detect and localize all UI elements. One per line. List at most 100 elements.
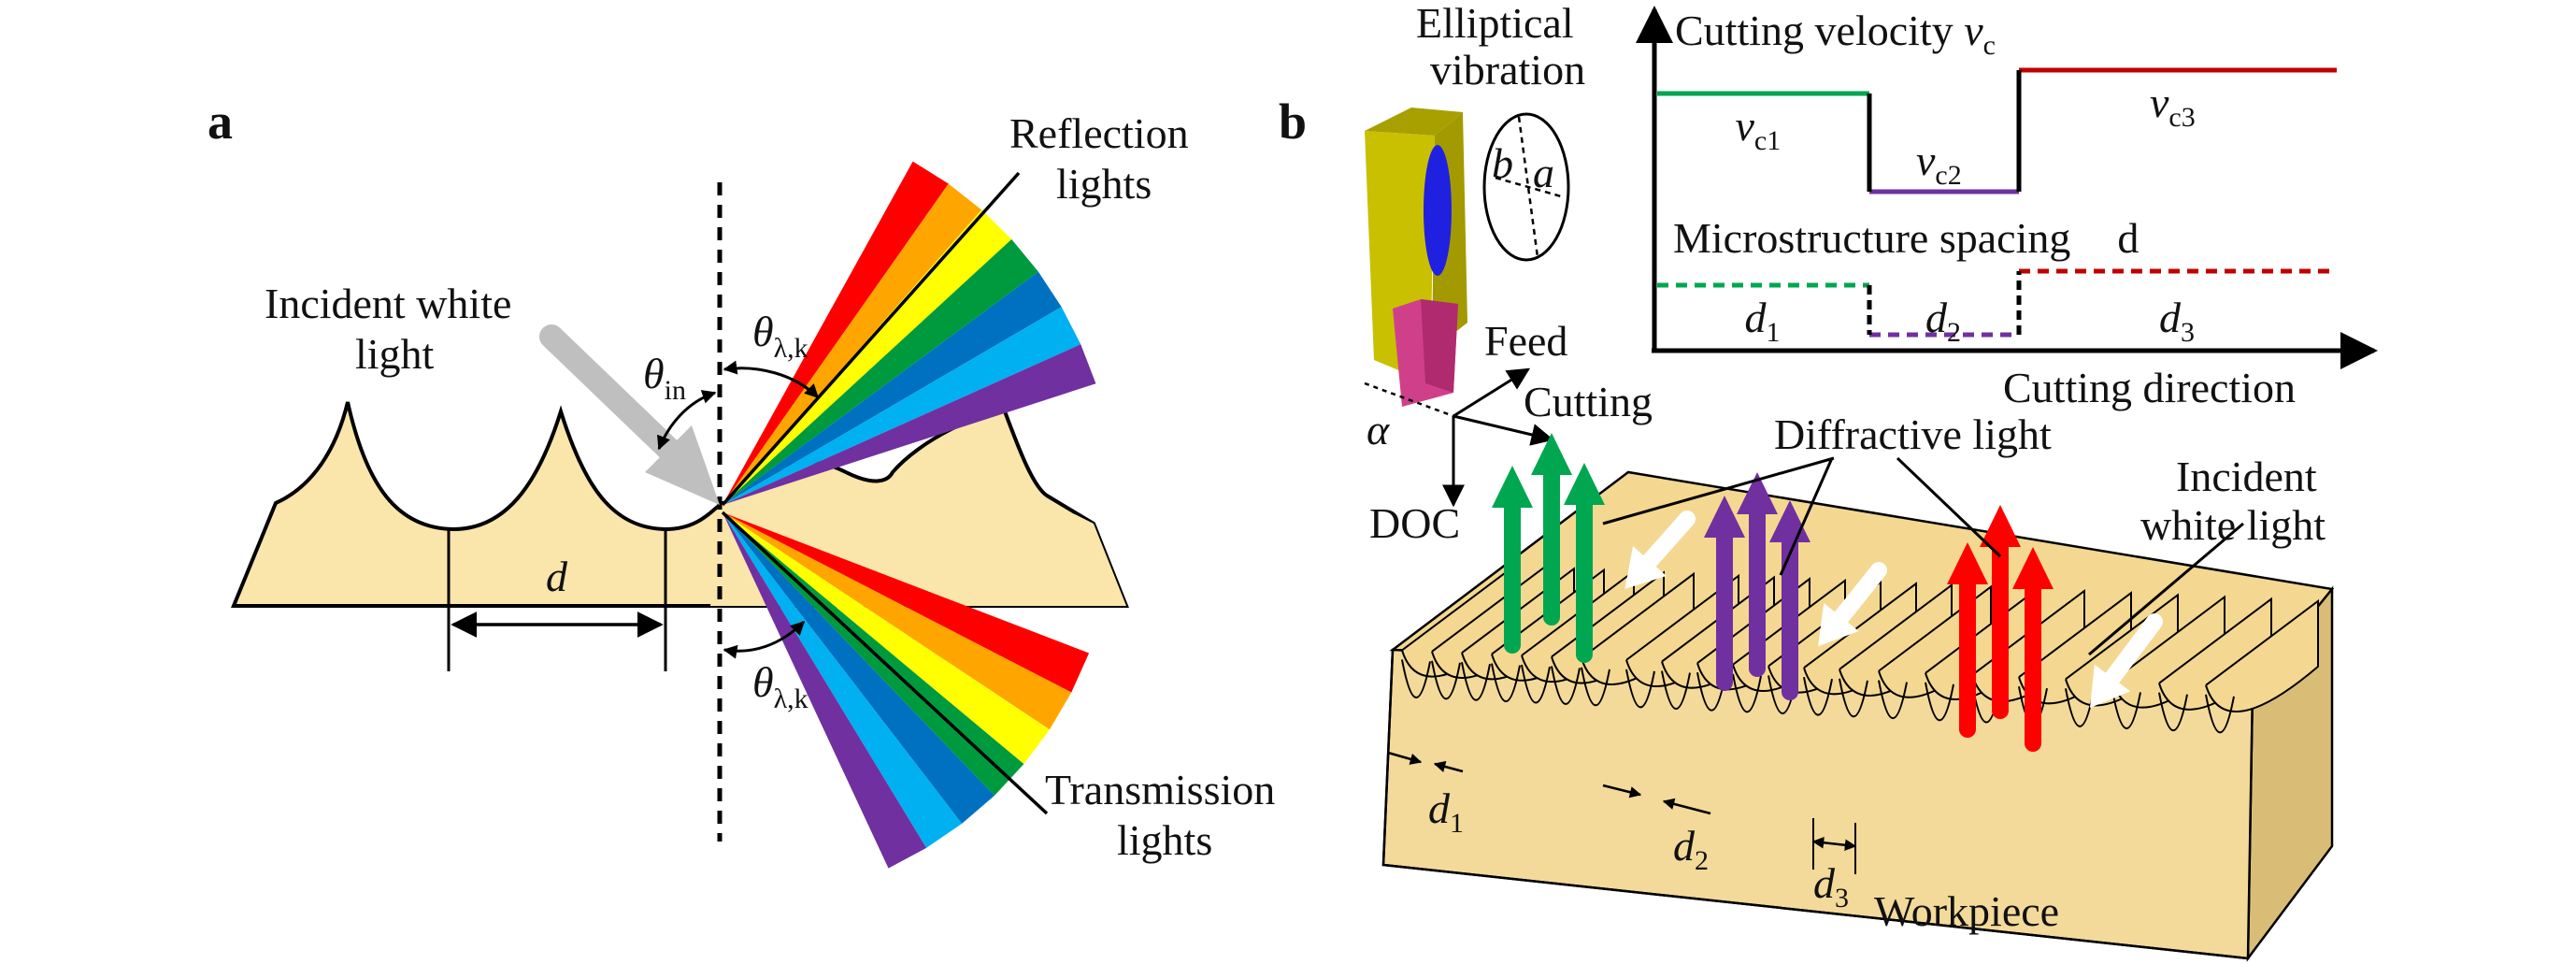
diffracted-light-arrows xyxy=(1492,433,2054,752)
ellipse-a-label: a xyxy=(1533,149,1554,196)
panel-b-letter: b xyxy=(1279,94,1307,150)
svg-text:d2: d2 xyxy=(1673,822,1709,876)
workpiece-label: Workpiece xyxy=(1874,887,2059,935)
d3-callout: d3 xyxy=(1811,818,1857,914)
spacing-d-label: d xyxy=(546,553,568,600)
spectrum-band-4 xyxy=(723,238,1038,505)
white-arrow-shaft-3 xyxy=(2104,613,2163,686)
groove-profile-8 xyxy=(1625,669,1655,709)
reflection-pointer xyxy=(721,171,1021,507)
panel-a-letter: a xyxy=(208,94,233,150)
tool-hole xyxy=(1424,145,1452,276)
cutting-tool xyxy=(1365,108,1467,407)
velocity-spacing-plot: Cutting velocity vc Microstructure spaci… xyxy=(1636,6,2378,411)
diffractive-leader-left xyxy=(1602,456,1835,525)
spectrum-band-6 xyxy=(723,307,1081,505)
groove-profile-3 xyxy=(1461,662,1491,701)
groove-profile-2 xyxy=(1431,660,1461,700)
ellipse-minor-axis xyxy=(1495,176,1562,198)
white-arrow-shaft-1 xyxy=(1641,511,1696,569)
doc-label: DOC xyxy=(1369,499,1460,547)
diffracted-arrow-head-4 xyxy=(1704,496,1745,538)
groove-profile-5 xyxy=(1521,664,1551,704)
spectrum-band-5 xyxy=(723,271,1062,505)
velocity-label-3: vc3 xyxy=(2150,79,2196,133)
diffracted-arrow-head-5 xyxy=(1737,472,1778,514)
spectrum-band-3 xyxy=(723,512,1050,765)
feed-label: Feed xyxy=(1484,317,1567,365)
incident-leader xyxy=(2088,522,2244,656)
theta-transmit-label: θλ,k xyxy=(752,658,809,714)
diffracted-arrow-head-1 xyxy=(1492,466,1533,508)
spectrum-band-2 xyxy=(723,183,982,505)
cutting-label: Cutting xyxy=(1524,378,1653,425)
spectrum-band-6 xyxy=(723,512,963,848)
white-arrow-head-2 xyxy=(1818,603,1859,647)
groove-profile-6 xyxy=(1551,666,1581,705)
spacing-label-3: d3 xyxy=(2159,294,2195,348)
spectrum-band-3 xyxy=(723,209,1012,505)
theta-transmit-arc xyxy=(723,620,806,659)
workpiece-front-edge xyxy=(1381,649,2249,960)
velocity-steps: vc1 vc2 vc3 xyxy=(1657,67,2337,194)
alpha-label: α xyxy=(1367,406,1390,453)
theta-in-label: θin xyxy=(643,350,686,406)
d1-callout: d1 xyxy=(1387,751,1464,839)
ellipse-major-axis xyxy=(1517,116,1539,258)
incident-white-arrows xyxy=(1624,511,2163,708)
diffractive-leader-mid xyxy=(1779,457,1834,576)
plot-x-label: Cutting direction xyxy=(2003,364,2296,411)
spectrum-band-5 xyxy=(723,512,995,824)
spacing-steps: d1 d2 d3 xyxy=(1657,268,2337,348)
spectrum-band-7 xyxy=(723,512,927,869)
velocity-label-2: vc2 xyxy=(1916,137,1962,191)
groove-profile-15 xyxy=(1878,680,1908,719)
alpha-ref-line xyxy=(1364,381,1454,418)
groove-profile-7 xyxy=(1581,667,1610,707)
vibration-ellipse xyxy=(1482,112,1570,262)
cutting-axis xyxy=(1453,414,1554,446)
groove-profile-4 xyxy=(1491,663,1521,702)
spacing-label-2: d2 xyxy=(1925,294,1961,348)
groove-profile-11 xyxy=(1732,673,1762,713)
svg-text:d1: d1 xyxy=(1428,784,1464,839)
groove-profile-21 xyxy=(2158,692,2188,731)
diffractive-light-label: Diffractive light xyxy=(1774,410,2052,458)
groove-22 xyxy=(2205,598,2319,713)
spacing-label-1: d1 xyxy=(1745,294,1781,348)
spectrum-band-1 xyxy=(723,512,1090,693)
spectrum-band-1 xyxy=(723,161,949,505)
reflection-spectrum xyxy=(723,161,1096,505)
feed-axis xyxy=(1453,367,1531,418)
diffracted-arrow-head-7 xyxy=(1947,542,1988,584)
groove-profile-22 xyxy=(2205,694,2235,734)
groove-profile-9 xyxy=(1661,670,1691,710)
diffractive-leader-right xyxy=(1896,456,2002,558)
theta-reflect-label: θλ,k xyxy=(752,308,809,364)
incident-light-arrow xyxy=(539,324,720,505)
diffracted-arrow-head-3 xyxy=(1564,463,1605,505)
diffracted-arrow-head-2 xyxy=(1531,433,1572,475)
spectrum-band-7 xyxy=(723,344,1096,505)
white-arrow-head-1 xyxy=(1624,546,1667,589)
white-arrow-shaft-2 xyxy=(1833,562,1887,626)
transmission-pointer xyxy=(721,511,1049,815)
theta-reflect-arc xyxy=(723,360,820,399)
ellipse-b-label: b xyxy=(1492,139,1513,187)
groove-profile-16 xyxy=(1925,682,1954,722)
velocity-label-1: vc1 xyxy=(1736,102,1782,156)
groove-profile-14 xyxy=(1839,678,1868,718)
theta-in-arc xyxy=(657,390,717,451)
plot-title: Cutting velocity vc xyxy=(1675,7,1996,61)
panel-a: a d θin θλ,k θλ,k Incident white xyxy=(208,94,1275,869)
diffracted-arrow-head-8 xyxy=(1980,505,2021,547)
spectrum-band-2 xyxy=(723,512,1072,730)
